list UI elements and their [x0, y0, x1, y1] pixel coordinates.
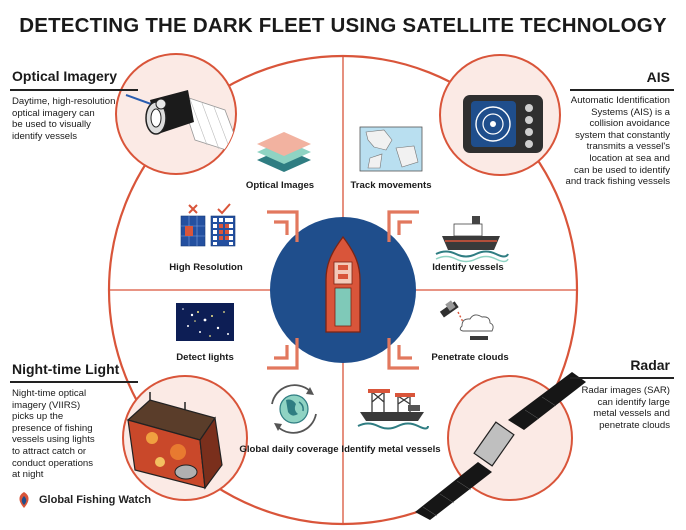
radar-title: Radar — [630, 357, 670, 373]
optical-underline — [10, 89, 138, 91]
label-detect-lights: Detect lights — [176, 352, 234, 363]
camera-satellite-icon — [125, 90, 236, 156]
arrow-bottom-left — [267, 338, 299, 370]
label-global-daily-coverage: Global daily coverage — [239, 444, 338, 455]
globe-refresh-icon — [271, 384, 317, 434]
brand: Global Fishing Watch — [15, 491, 151, 509]
label-high-resolution: High Resolution — [169, 262, 243, 273]
page-title: DETECTING THE DARK FLEET USING SATELLITE… — [19, 14, 667, 37]
label-identify-metal-vessels: Identify metal vessels — [341, 444, 440, 455]
arrow-top-right — [387, 210, 419, 242]
cloud-satellite-icon — [439, 300, 494, 340]
night-underline — [10, 381, 138, 383]
night-title: Night-time Light — [12, 361, 120, 377]
image-layers-icon — [257, 132, 311, 172]
radar-underline — [570, 377, 674, 379]
ais-description: Automatic Identification Systems (AIS) i… — [565, 95, 670, 188]
ais-transponder-icon — [463, 95, 543, 153]
brand-name: Global Fishing Watch — [39, 494, 152, 506]
ais-title: AIS — [646, 69, 670, 85]
metal-vessels-icon — [357, 389, 429, 430]
pixel-grid-icon — [180, 203, 236, 247]
night-lights-map-icon — [176, 303, 234, 341]
arrow-bottom-right — [387, 338, 419, 370]
sar-satellite-icon — [415, 372, 586, 520]
cargo-ship-icon — [435, 216, 509, 263]
label-optical-images: Optical Images — [246, 180, 314, 191]
ais-underline — [570, 89, 674, 91]
label-penetrate-clouds: Penetrate clouds — [431, 352, 508, 363]
arrow-top-left — [267, 210, 299, 242]
night-description: Night-time optical imagery (VIIRS) picks… — [12, 388, 95, 481]
map-icon — [359, 126, 423, 172]
optical-title: Optical Imagery — [12, 68, 118, 84]
viirs-satellite-icon — [126, 392, 223, 490]
ship-topview-icon — [325, 235, 361, 333]
optical-description: Daytime, high-resolution optical imagery… — [12, 96, 116, 142]
global-fishing-watch-logo — [19, 492, 29, 508]
label-identify-vessels: Identify vessels — [432, 262, 503, 273]
label-track-movements: Track movements — [350, 180, 431, 191]
radar-description: Radar images (SAR) can identify large me… — [581, 385, 670, 431]
